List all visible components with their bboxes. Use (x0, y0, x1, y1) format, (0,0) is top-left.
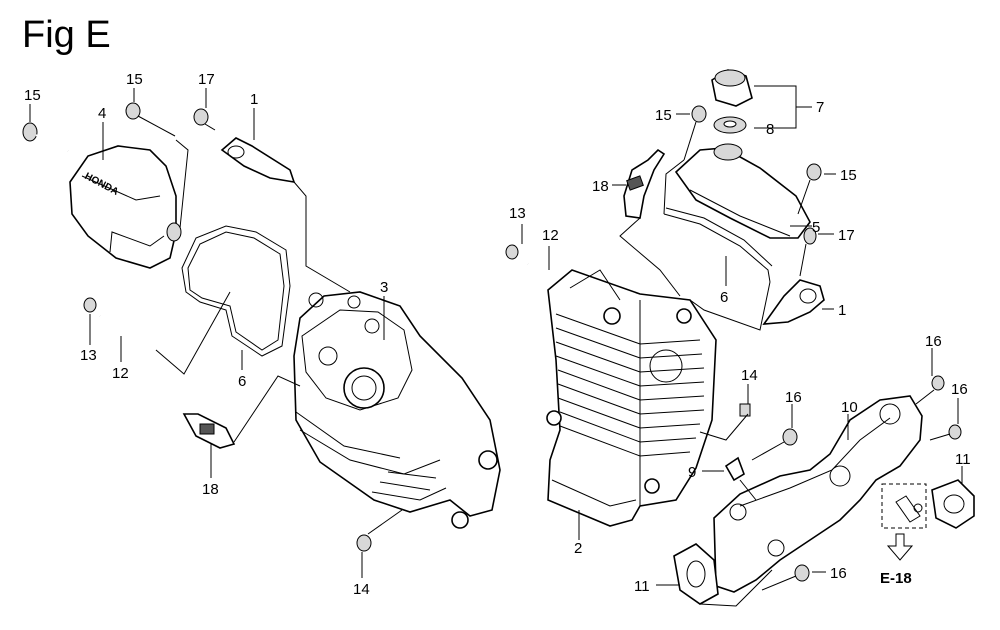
callout-17: 17 (198, 71, 215, 88)
bolt-16-c (751, 428, 798, 461)
callout-9: 9 (688, 464, 696, 481)
callout-13: 13 (80, 347, 97, 364)
callout-1: 1 (250, 91, 258, 108)
callout-4: 4 (98, 105, 106, 122)
callout-16: 16 (785, 389, 802, 406)
bolt-16-a (915, 375, 945, 405)
bolt-16-b (929, 424, 962, 441)
callout-7: 7 (816, 99, 824, 116)
callout-8: 8 (766, 121, 774, 138)
callout-3: 3 (380, 279, 388, 296)
callout-11: 11 (634, 578, 650, 595)
callout-5: 5 (812, 219, 820, 236)
callout-1: 1 (838, 302, 846, 319)
gasket-6-left (181, 225, 291, 357)
callout-16: 16 (951, 381, 968, 398)
callout-14: 14 (353, 581, 370, 598)
cylinder-head-3 (293, 291, 501, 529)
spark-plug-18-right (623, 148, 666, 219)
callout-15: 15 (655, 107, 672, 124)
cover-5 (674, 143, 811, 239)
callout-17: 17 (838, 227, 855, 244)
callout-2: 2 (574, 540, 582, 557)
nut-14-right (739, 403, 751, 417)
leader-lines-right (521, 85, 963, 607)
callout-13: 13 (509, 205, 526, 222)
reference-label: E-18 (880, 570, 912, 587)
bolt-15-right (797, 163, 822, 215)
bracket-1-left (220, 137, 296, 184)
stud-12-left (99, 314, 157, 352)
bolt-16-d (761, 564, 810, 591)
bolt-15-center (125, 102, 176, 137)
clip-9 (724, 456, 745, 482)
gasket-11-bottom (673, 543, 719, 605)
callout-16: 16 (925, 333, 942, 350)
oil-cap-7 (711, 69, 753, 107)
bolt-15-left (22, 122, 69, 152)
callout-16: 16 (830, 565, 847, 582)
callout-12: 12 (112, 365, 129, 382)
nut-14-left (356, 534, 372, 552)
callout-15: 15 (24, 87, 41, 104)
callout-18: 18 (592, 178, 609, 195)
callout-10: 10 (841, 399, 858, 416)
washer-8 (713, 116, 747, 134)
figure-title: Fig E (22, 14, 111, 56)
cylinder-2 (546, 269, 717, 527)
bolt-17-right (799, 227, 817, 277)
gasket-11-right (931, 479, 975, 529)
insulator-10 (713, 395, 923, 593)
callout-15: 15 (840, 167, 857, 184)
gasket-6-right (663, 207, 773, 283)
callout-18: 18 (202, 481, 219, 498)
spark-plug-18-left (182, 413, 236, 449)
bolt-17-left (193, 108, 216, 131)
callout-15: 15 (126, 71, 143, 88)
callout-11: 11 (955, 451, 971, 468)
callout-6: 6 (720, 289, 728, 306)
nut-13-right (505, 244, 519, 260)
bolt-15-right-top (683, 105, 707, 161)
bracket-1-right (762, 279, 825, 325)
nut-13-left (83, 297, 97, 313)
valve-cover-4: HONDA (69, 145, 182, 269)
callout-12: 12 (542, 227, 559, 244)
reference-box-e18 (881, 483, 927, 561)
leader-lines-left (29, 88, 403, 578)
callout-14: 14 (741, 367, 758, 384)
callout-6: 6 (238, 373, 246, 390)
